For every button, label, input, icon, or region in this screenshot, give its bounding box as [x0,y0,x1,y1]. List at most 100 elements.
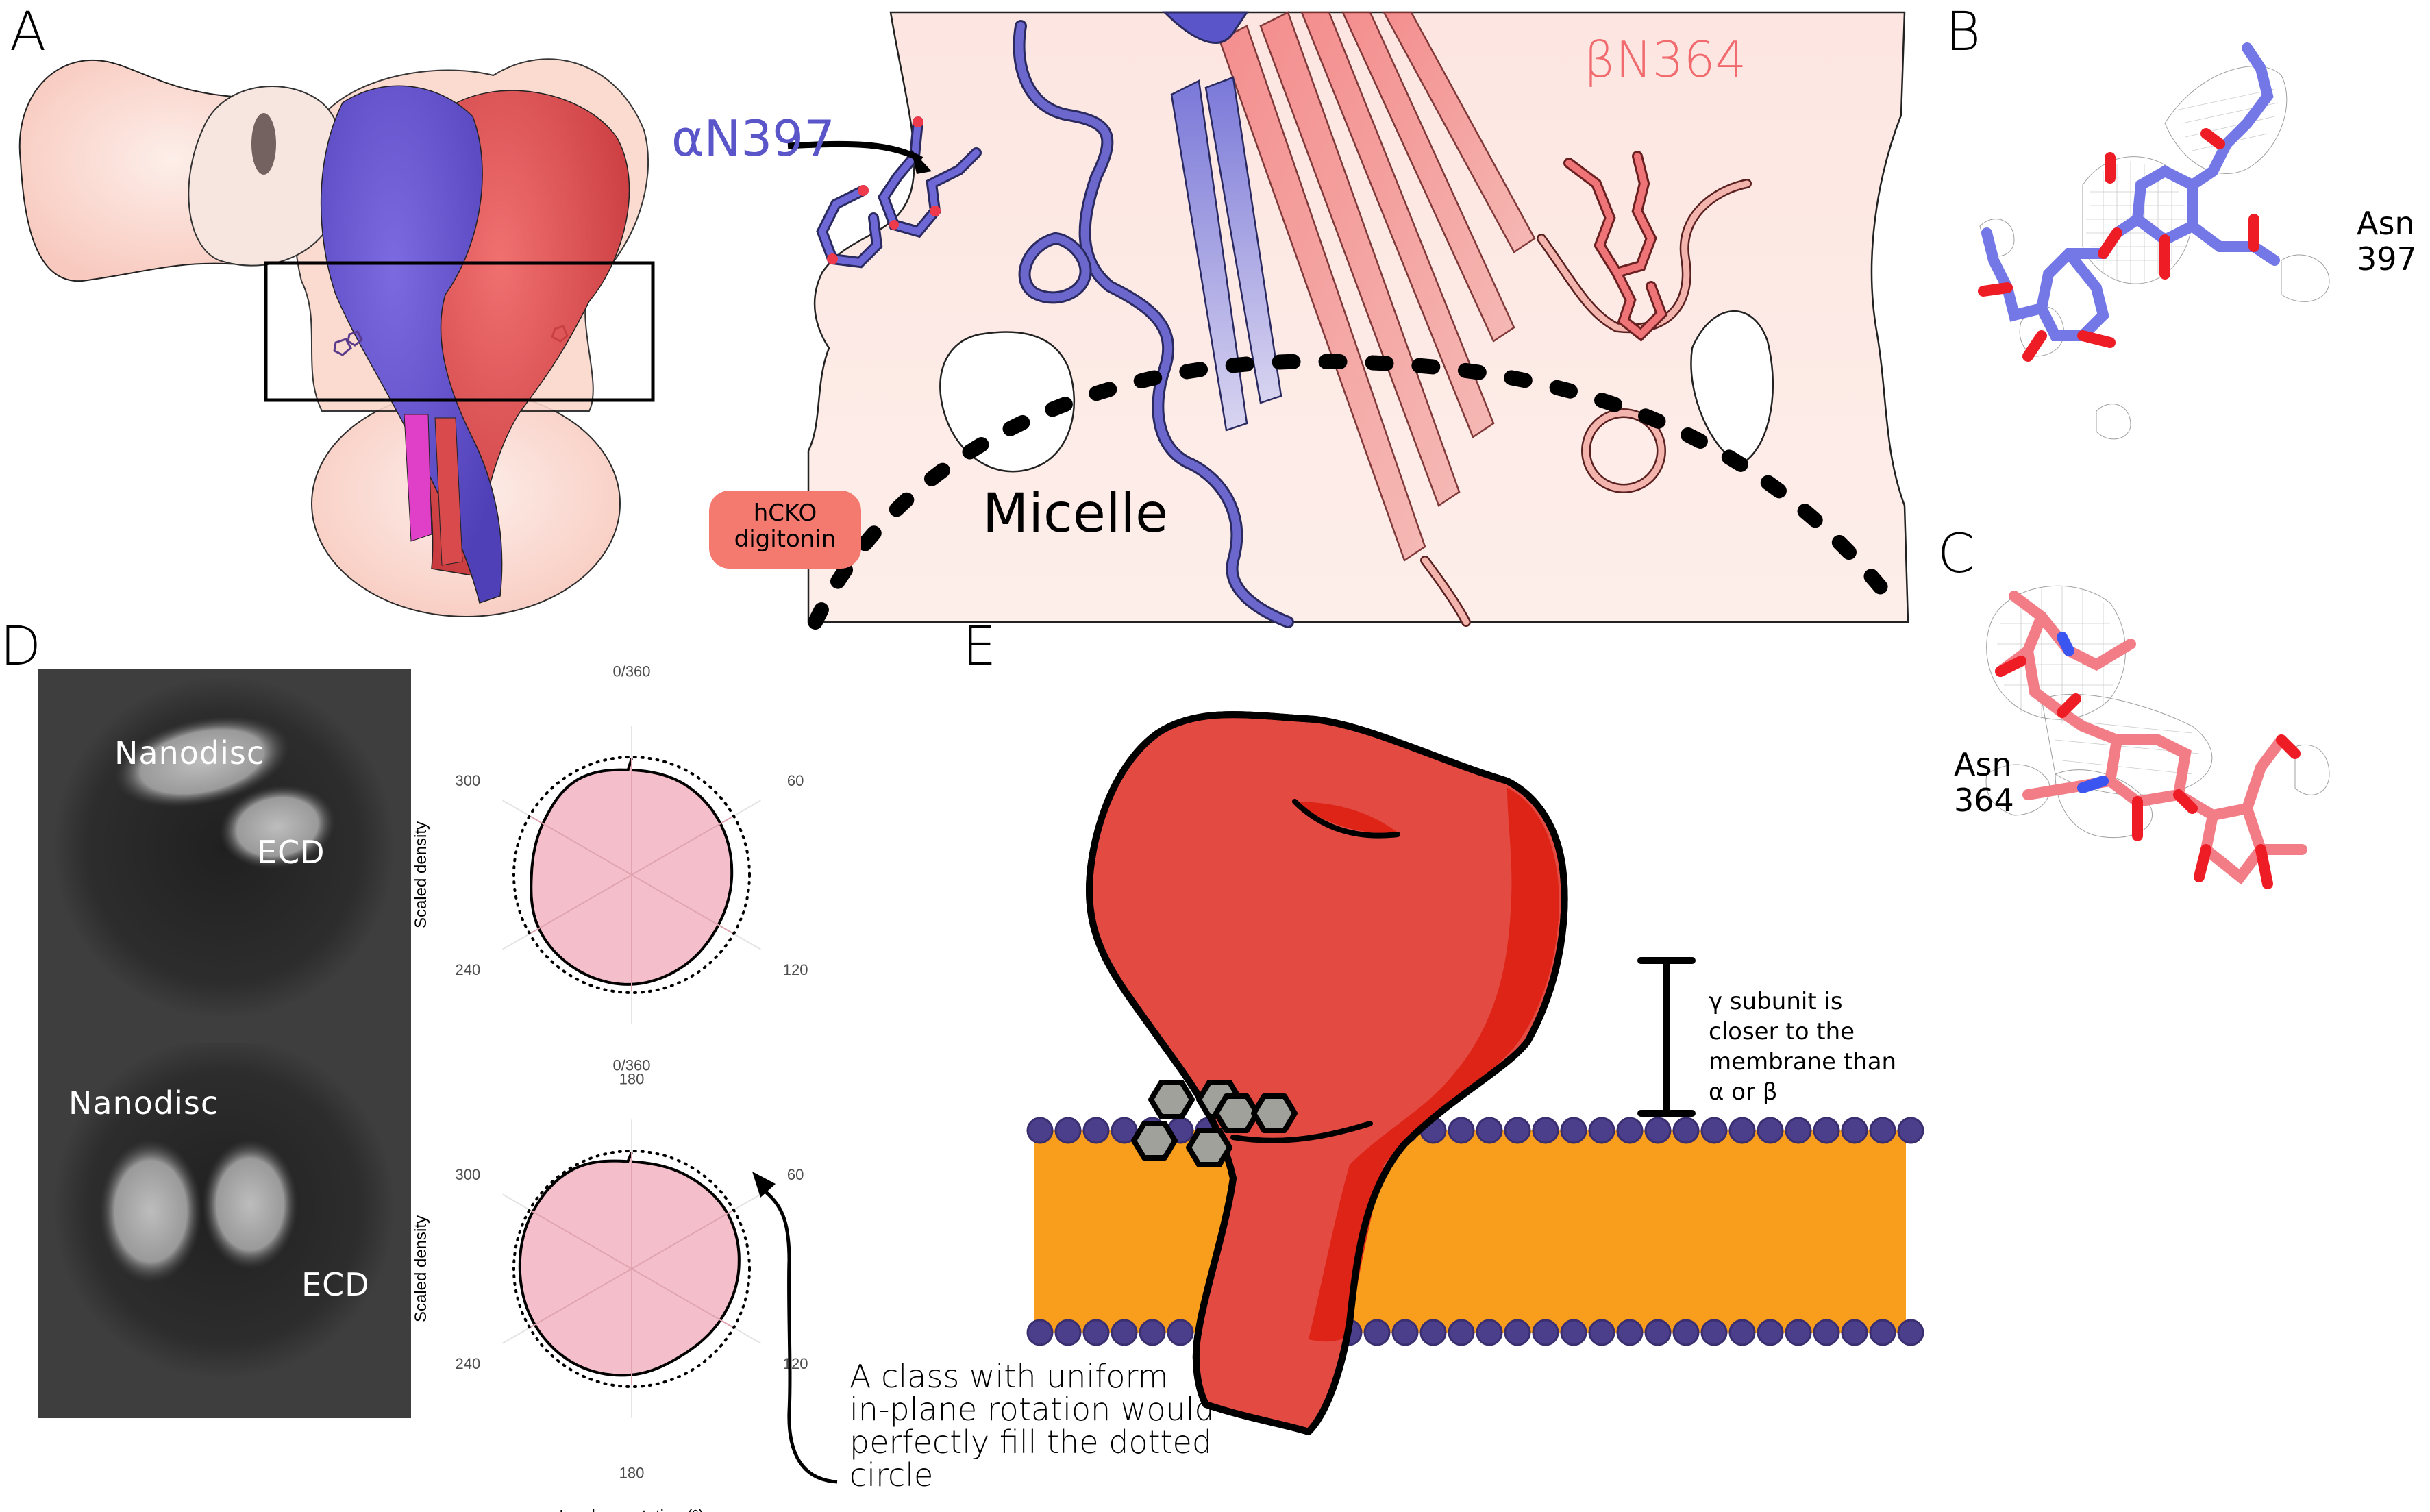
detergent-badge-line2: digitonin [734,525,836,553]
density-hole-left [939,331,1076,473]
nanodisc-density [114,716,290,808]
lipid-head [1026,1319,1054,1346]
theta-tick-label: 240 [456,961,481,978]
x-axis-label: In−plane rotation (°) [559,1507,704,1512]
asn397-label-line1: Asn [2357,205,2415,242]
uniform-reference-circle [512,756,751,994]
lipid-head [1785,1319,1812,1346]
lipid-head [1532,1117,1559,1144]
asn397-label: Asn 397 [2357,206,2417,277]
lipid-head [1560,1319,1587,1346]
subunit-gamma [404,414,432,542]
beta-sheet-strands [1218,11,1536,562]
lipid-head [1363,1319,1391,1346]
detergent-badge: hCKO digitonin [709,491,861,569]
lipid-head [1813,1117,1840,1144]
theta-tick-label: 180 [619,1465,645,1482]
gamma-note-line-4: α or β [1709,1078,1778,1106]
lipid-head [1616,1319,1644,1346]
micelle-label: Micelle [982,483,1169,545]
arrowhead [752,1172,776,1198]
class-average-2: Nanodisc ECD [38,1043,411,1418]
lipid-head [1841,1319,1868,1346]
note-line-3: perfectly fill the dotted [850,1424,1213,1461]
theta-tick-label: 120 [783,961,808,978]
lipid-head [1897,1117,1924,1144]
lipid-head [1504,1117,1531,1144]
nanodisc-label-2: Nanodisc [69,1085,219,1121]
lipid-head [1419,1319,1447,1346]
lipid-head [1841,1117,1868,1144]
lipid-head [1111,1117,1138,1144]
alpha-loops [1013,20,1294,628]
theta-tick-label: 0/360 [612,1057,650,1074]
panel-c-density [1985,585,2330,889]
gamma-subunit-note: γ subunit is closer to the membrane than… [1709,987,1896,1107]
micelle-density [807,11,1909,623]
lipid-head [1448,1319,1475,1346]
theta-tick-label: 300 [456,772,481,789]
uniform-reference-circle [512,1150,751,1388]
lipid-head [1139,1319,1166,1346]
note-line-1: A class with uniform [850,1358,1169,1395]
lipid-head [1054,1117,1082,1144]
micelle-boundary-dashed [808,354,1905,630]
panel-e-schematic [1026,711,1924,1435]
lipid-head [1082,1117,1110,1144]
asn364-label-line2: 364 [1954,782,2014,819]
lipid-head [1785,1117,1812,1144]
lipid-head [1391,1319,1419,1346]
panel-label-b: B [1946,1,1981,63]
ecd-label-2: ECD [301,1266,370,1303]
lipid-head [1728,1319,1756,1346]
lipid-head [1672,1319,1700,1346]
uniform-rotation-note: A class with uniform in-plane rotation w… [850,1360,1215,1491]
theta-tick-label: 0/360 [612,663,650,680]
nanodisc-density [99,1139,202,1283]
lipid-head [1532,1319,1559,1346]
alpha-helix-top [1162,11,1249,44]
glycan-beta-sticks-inner [1565,153,1665,339]
note-line-4: circle [850,1457,934,1494]
lipid-head [1588,1117,1615,1144]
theta-tick-label: 240 [456,1355,481,1372]
lipid-head [1700,1117,1728,1144]
theta-tick-label: 60 [787,1166,804,1183]
lipid-head [1869,1117,1896,1144]
asn364-label-line1: Asn [1954,746,2012,783]
panel-a-zoom [787,11,1909,630]
asn397-label-line2: 397 [2357,240,2417,277]
ecd-label-1: ECD [257,834,325,871]
asn364-label: Asn 364 [1954,747,2014,818]
panel-label-d: D [0,616,42,678]
panel-label-a: A [10,1,47,63]
lipid-head [1869,1319,1896,1346]
stick-model-asn364 [1995,591,2307,889]
lipid-head [1476,1117,1503,1144]
zoom-region-box [264,261,655,402]
panel-a-overview [18,58,655,617]
alpha-site-arrow [787,140,923,162]
alpha-site-arrowhead [911,149,932,174]
glycan-beta-mini [551,325,569,343]
lipid-head [1672,1117,1700,1144]
ecd-tm-junction [1230,1121,1373,1143]
lipid-head [1757,1319,1784,1346]
stick-model-asn397 [1978,42,2280,362]
density-area [519,1152,739,1376]
lipid-head [1448,1117,1475,1144]
nanodisc-label-1: Nanodisc [114,734,265,771]
lipid-head [1504,1319,1531,1346]
ecd-density [219,785,336,869]
lipid-head [1026,1117,1054,1144]
detergent-badge-line1: hCKO [753,499,817,527]
note-line-2: in-plane rotation would [850,1391,1215,1428]
density-hole-right [1690,310,1774,466]
lipid-head [1757,1117,1784,1144]
theta-tick-label: 180 [619,1071,645,1088]
alpha-site-label: αN397 [671,110,835,167]
polar-gridline-inner [530,816,733,934]
lipid-head [1476,1319,1503,1346]
